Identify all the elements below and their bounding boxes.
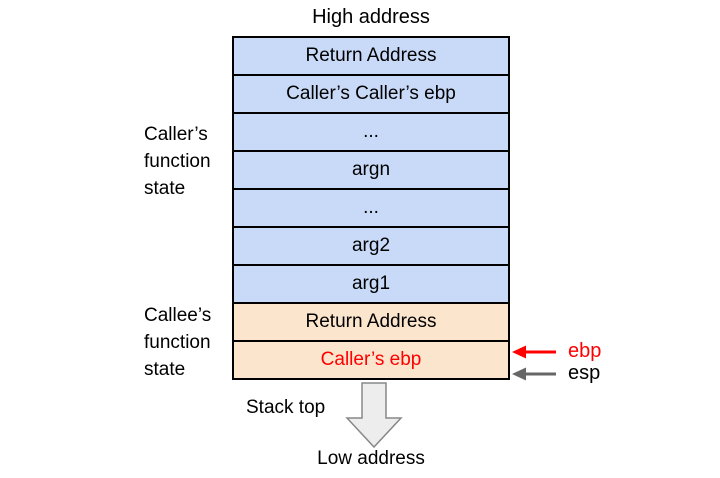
- caller-label-line: Caller’s: [144, 124, 208, 145]
- callee-function-state-label: Callee’s function state: [144, 302, 254, 383]
- caller-label-line: function: [144, 151, 211, 172]
- ebp-pointer: ebp: [510, 340, 601, 363]
- stack-cell-arg1: arg1: [234, 266, 508, 304]
- esp-pointer: esp: [510, 362, 600, 385]
- stack-cell-return-address-caller: Return Address: [234, 38, 508, 76]
- high-address-label: High address: [312, 6, 430, 28]
- stack-top-label: Stack top: [246, 397, 326, 418]
- low-address-label: Low address: [317, 448, 425, 469]
- callee-label-line: state: [144, 359, 186, 380]
- esp-register-label: esp: [568, 362, 601, 384]
- stack-table: Return Address Caller’s Caller’s ebp ...…: [232, 36, 510, 380]
- stack-cell-ellipsis-upper: ...: [234, 114, 508, 152]
- stack-cell-return-address-callee: Return Address: [234, 304, 508, 342]
- esp-arrow-icon: [512, 367, 556, 380]
- stack-cell-argn: argn: [234, 152, 508, 190]
- stack-cell-callers-ebp: Caller’s ebp: [234, 342, 508, 378]
- ebp-register-label: ebp: [568, 340, 602, 362]
- caller-label-line: state: [144, 178, 186, 199]
- ebp-arrow-icon: [512, 345, 556, 358]
- caller-function-state-label: Caller’s function state: [144, 121, 254, 202]
- callee-label-line: Callee’s: [144, 305, 212, 326]
- stack-growth-down-arrow-icon: [345, 382, 403, 449]
- callee-label-line: function: [144, 332, 211, 353]
- stack-cell-ellipsis-lower: ...: [234, 190, 508, 228]
- stack-cell-callers-callers-ebp: Caller’s Caller’s ebp: [234, 76, 508, 114]
- stack-cell-arg2: arg2: [234, 228, 508, 266]
